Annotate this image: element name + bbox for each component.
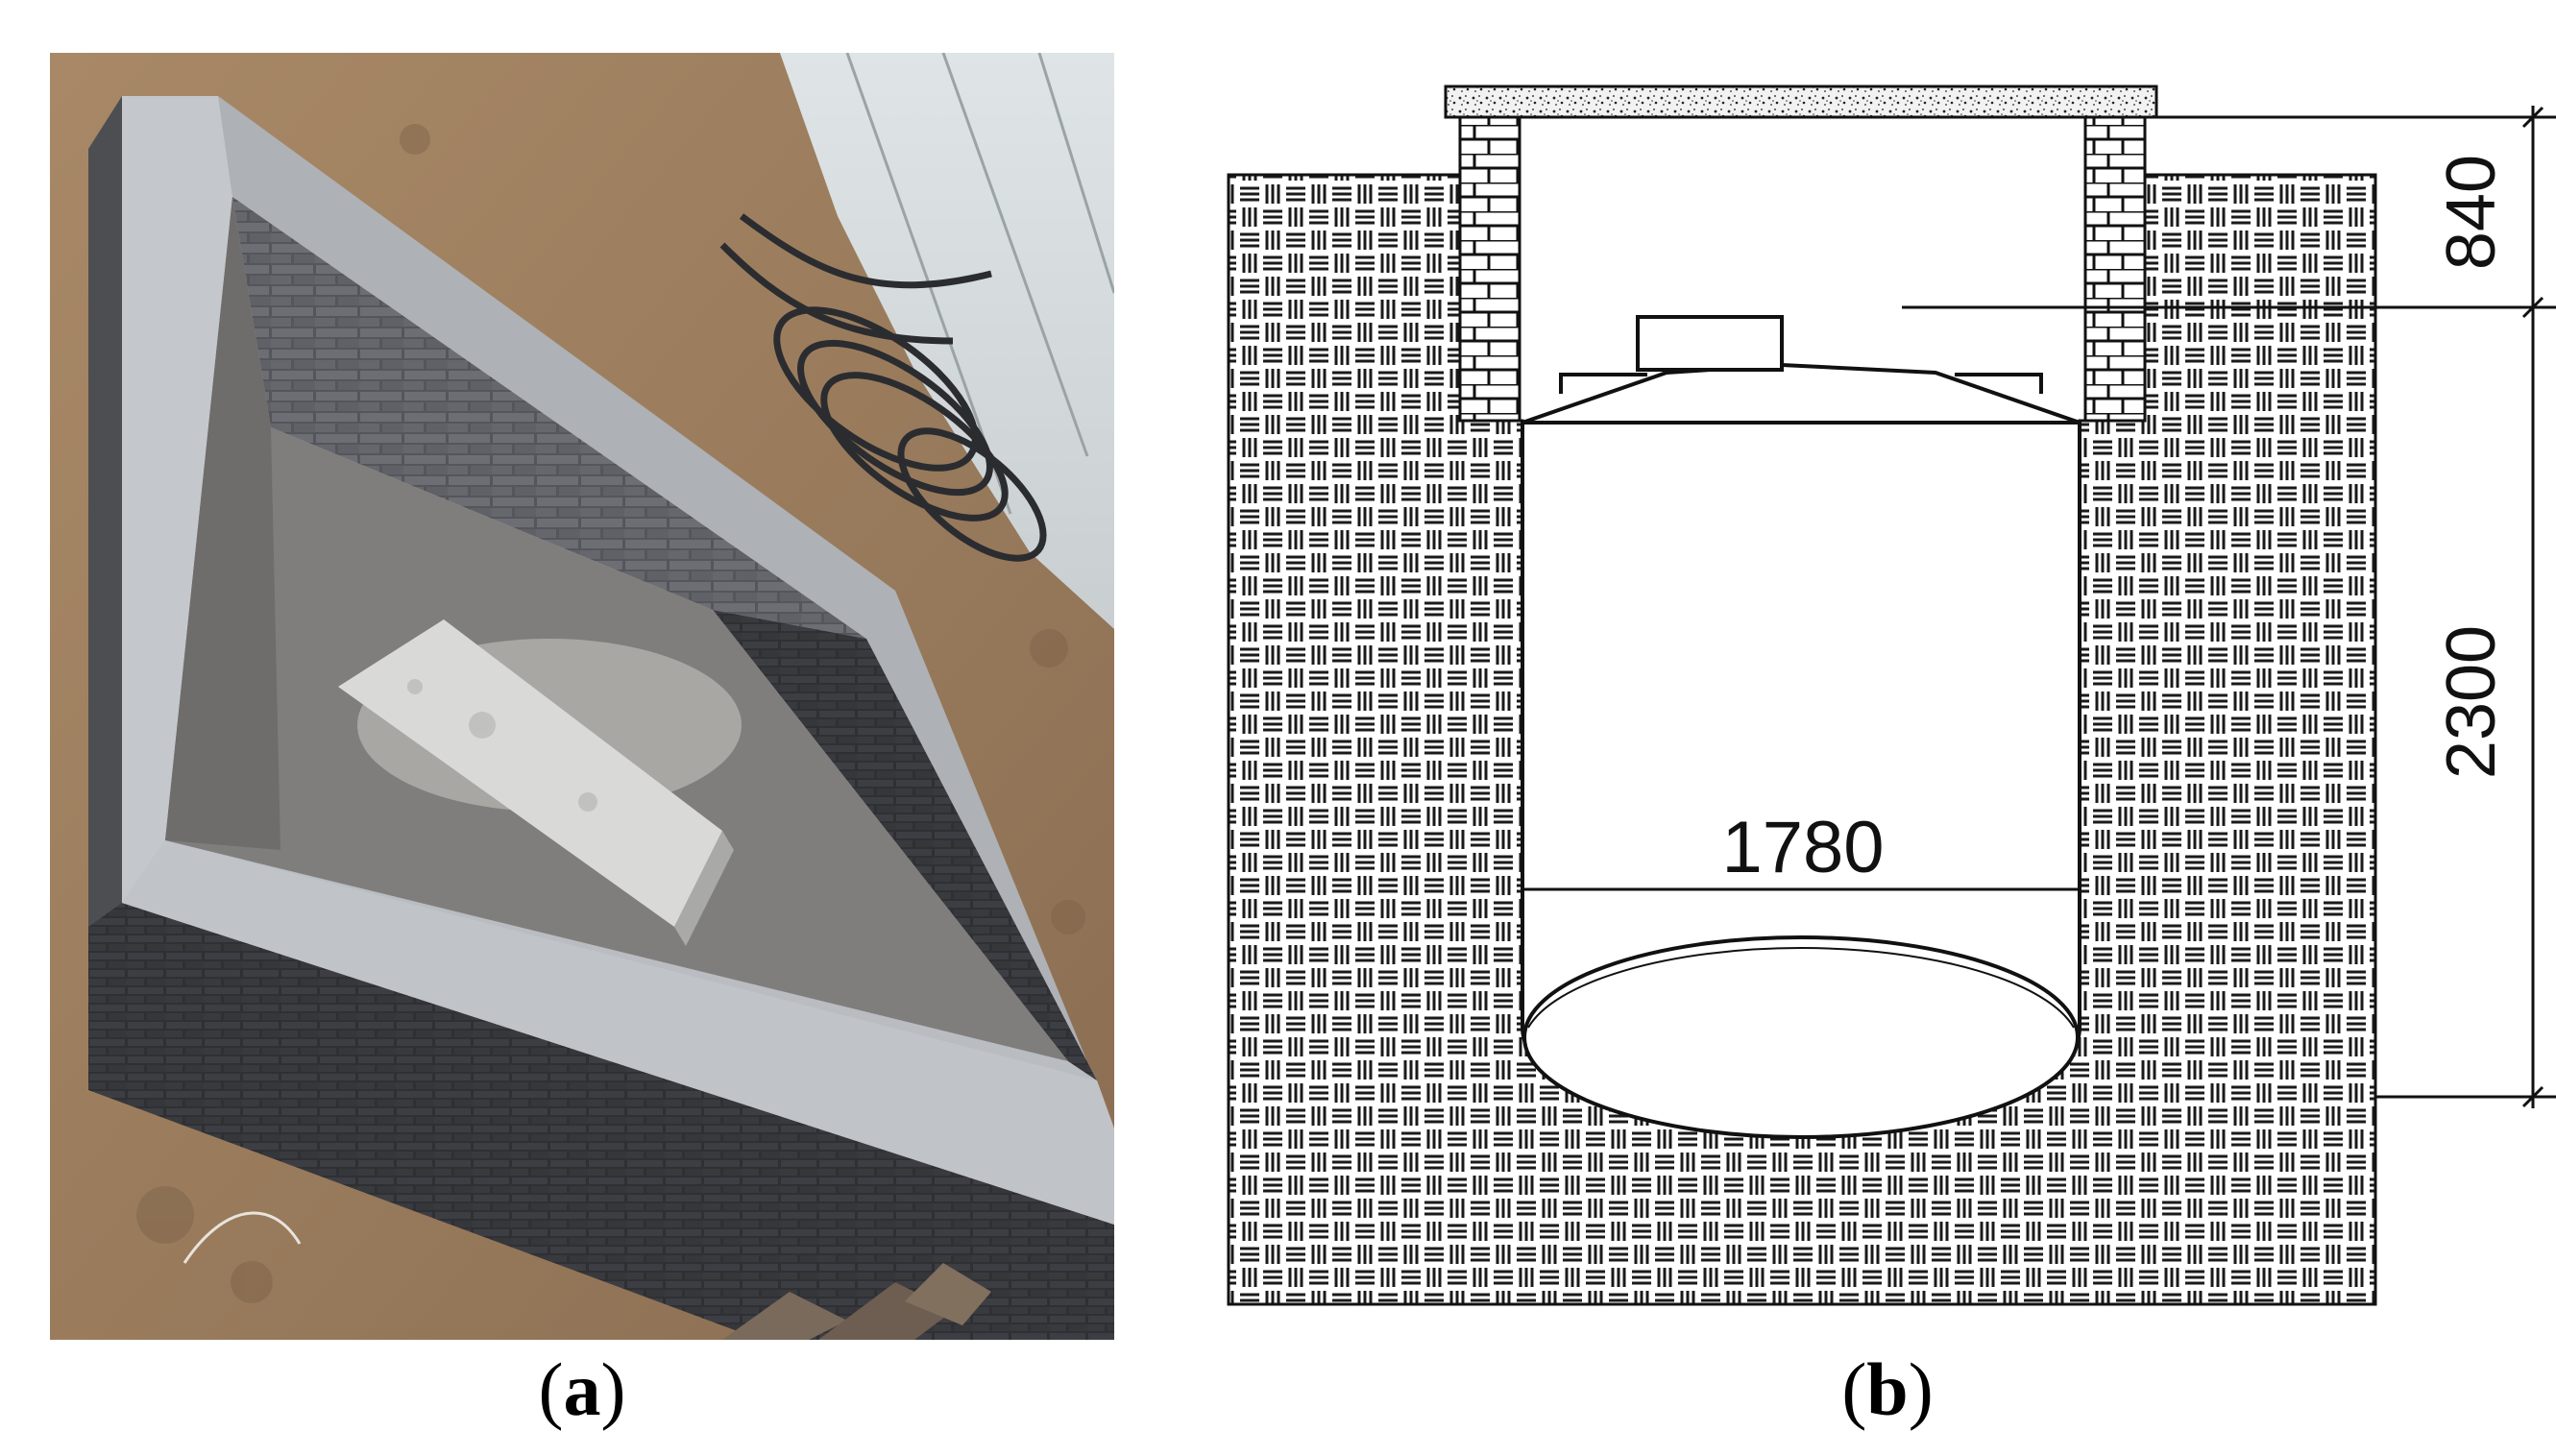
concrete-slab [338, 619, 722, 927]
caption-b: (b) [1841, 1347, 1934, 1431]
pit-front-wall [88, 903, 1114, 1340]
pit-inner-back-wall [232, 197, 866, 639]
pit-floor [165, 197, 1068, 1061]
hose-coils [719, 213, 1047, 562]
wire [183, 1211, 302, 1264]
loose-bricks [722, 1263, 991, 1340]
caption-a: (a) [538, 1347, 626, 1431]
brick-wall-right [2083, 115, 2147, 423]
tank-diameter-label: 1780 [1721, 807, 1884, 888]
pit-rim-front [122, 840, 1114, 1225]
pit-inner-right-wall [713, 610, 1097, 1080]
top-height-label: 840 [2433, 155, 2510, 270]
pit-outer-left-wall [88, 96, 122, 936]
brick-wall-left [1458, 115, 1521, 423]
tank-height-label: 2300 [2433, 625, 2510, 779]
cover-slab [1444, 85, 2158, 119]
storage-tank [1521, 315, 2081, 1139]
slab-stains [407, 679, 597, 812]
dimension-lines [1902, 106, 2556, 1108]
pit-rim-right [218, 96, 1114, 1128]
concrete-slab-side [674, 831, 734, 946]
section-drawing: 1780 840 2300 [1227, 85, 2556, 1306]
caption-b-letter: b [1866, 1347, 1909, 1431]
pit-inner-left-wall [165, 197, 280, 850]
photo-panel [50, 53, 1114, 1340]
pit-rim-top [122, 96, 232, 903]
caption-a-letter: a [563, 1347, 601, 1431]
